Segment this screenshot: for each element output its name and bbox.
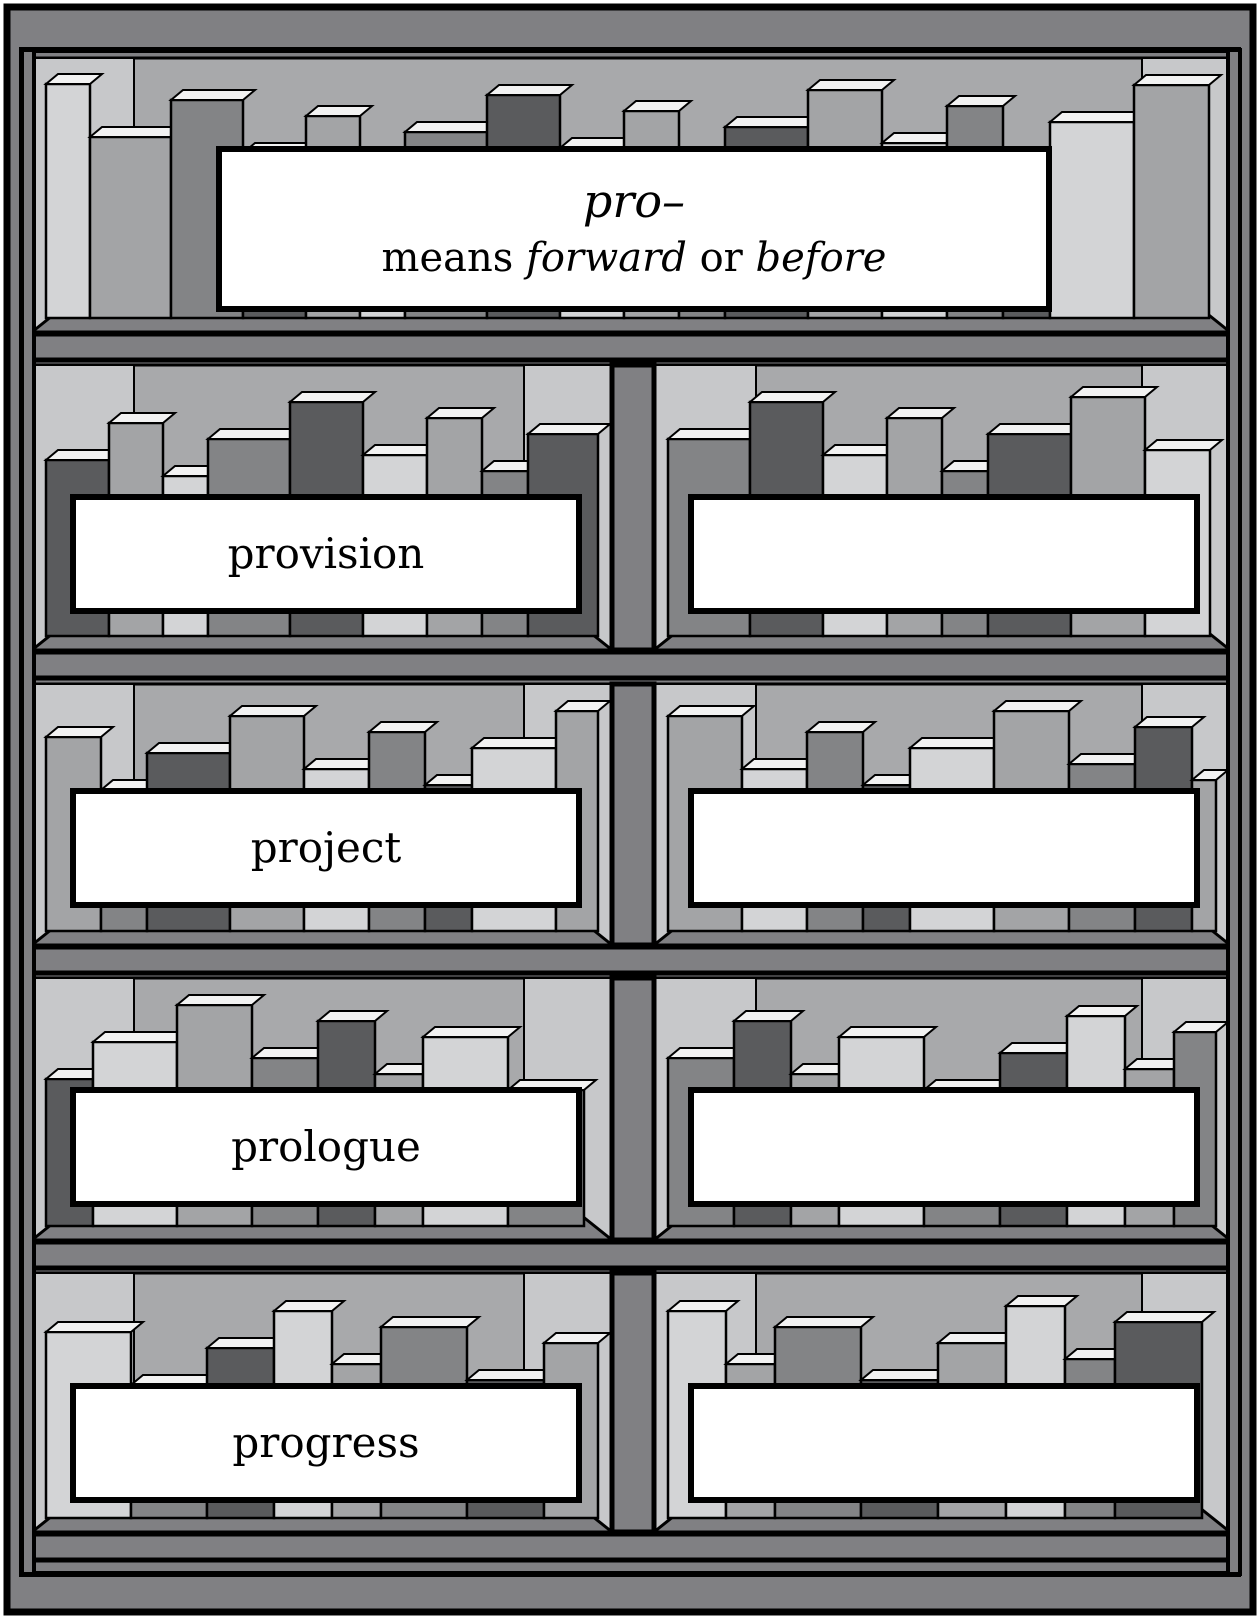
- shelf-board: [32, 947, 1230, 973]
- book-top: [1145, 440, 1222, 450]
- word-progress: progress: [232, 1422, 419, 1464]
- book-top: [861, 1370, 950, 1380]
- book-top: [807, 722, 875, 732]
- meaning-forward: forward: [526, 235, 687, 281]
- book-spine: [1134, 85, 1209, 318]
- book-top: [109, 413, 175, 423]
- book-top: [1050, 112, 1146, 122]
- book-top: [274, 1301, 344, 1311]
- answer-blank-3[interactable]: [688, 1087, 1200, 1207]
- book-top: [487, 85, 572, 95]
- book-top: [423, 1027, 520, 1037]
- book-spine: [1050, 122, 1134, 318]
- book-top: [734, 1011, 803, 1021]
- book-top: [544, 1333, 610, 1343]
- book-spine: [90, 137, 171, 318]
- book-top: [46, 1322, 143, 1332]
- book-top: [988, 424, 1083, 434]
- book-top: [472, 738, 568, 748]
- prefix-meaning: means forward or before: [382, 234, 887, 282]
- prefix-heading-box: pro– means forward or before: [216, 146, 1052, 312]
- book-top: [171, 90, 255, 100]
- word-label-provision: provision: [70, 494, 582, 614]
- word-label-prologue: prologue: [70, 1087, 582, 1207]
- shelf-board: [32, 1242, 1230, 1268]
- book-top: [947, 96, 1015, 106]
- book-top: [624, 101, 691, 111]
- book-top: [230, 706, 316, 716]
- book-top: [668, 1301, 738, 1311]
- book-top: [208, 429, 302, 439]
- book-top: [405, 122, 499, 132]
- book-top: [306, 106, 372, 116]
- book-top: [910, 738, 1006, 748]
- book-top: [147, 743, 242, 753]
- word-project: project: [251, 827, 402, 869]
- book-top: [1134, 75, 1221, 85]
- center-divider: [612, 978, 654, 1240]
- meaning-connector: or: [700, 235, 743, 281]
- book-top: [427, 408, 494, 418]
- answer-blank-1[interactable]: [688, 494, 1200, 614]
- center-divider: [612, 365, 654, 650]
- book-top: [668, 429, 762, 439]
- book-top: [318, 1011, 387, 1021]
- book-top: [46, 727, 113, 737]
- answer-blank-4[interactable]: [688, 1383, 1200, 1503]
- book-top: [668, 706, 754, 716]
- word-prologue: prologue: [231, 1126, 421, 1168]
- word-label-project: project: [70, 788, 582, 908]
- book-top: [369, 722, 437, 732]
- book-top: [994, 701, 1081, 711]
- book-top: [1071, 387, 1157, 397]
- book-top: [467, 1370, 556, 1380]
- meaning-before: before: [755, 235, 886, 281]
- word-provision: provision: [228, 533, 425, 575]
- book-top: [775, 1317, 873, 1327]
- shelf-board: [32, 334, 1230, 360]
- left-post: [22, 50, 34, 1574]
- book-top: [90, 127, 183, 137]
- right-post: [1228, 50, 1240, 1574]
- book-top: [750, 392, 835, 402]
- shelf-board: [32, 1534, 1230, 1560]
- word-label-progress: progress: [70, 1383, 582, 1503]
- book-top: [1067, 1006, 1137, 1016]
- book-top: [808, 80, 894, 90]
- book-top: [177, 995, 264, 1005]
- answer-blank-2[interactable]: [688, 788, 1200, 908]
- book-top: [839, 1027, 936, 1037]
- book-top: [1006, 1296, 1077, 1306]
- meaning-word: means: [382, 235, 514, 281]
- center-divider: [612, 684, 654, 945]
- book-top: [725, 117, 820, 127]
- book-spine: [46, 84, 90, 318]
- book-top: [1115, 1312, 1214, 1322]
- book-top: [93, 1032, 189, 1042]
- center-divider: [612, 1273, 654, 1532]
- book-top: [528, 424, 610, 434]
- prefix-title: pro–: [583, 176, 685, 227]
- book-top: [1135, 717, 1204, 727]
- book-top: [887, 408, 954, 418]
- book-top: [381, 1317, 479, 1327]
- book-top: [290, 392, 375, 402]
- shelf-board: [32, 652, 1230, 678]
